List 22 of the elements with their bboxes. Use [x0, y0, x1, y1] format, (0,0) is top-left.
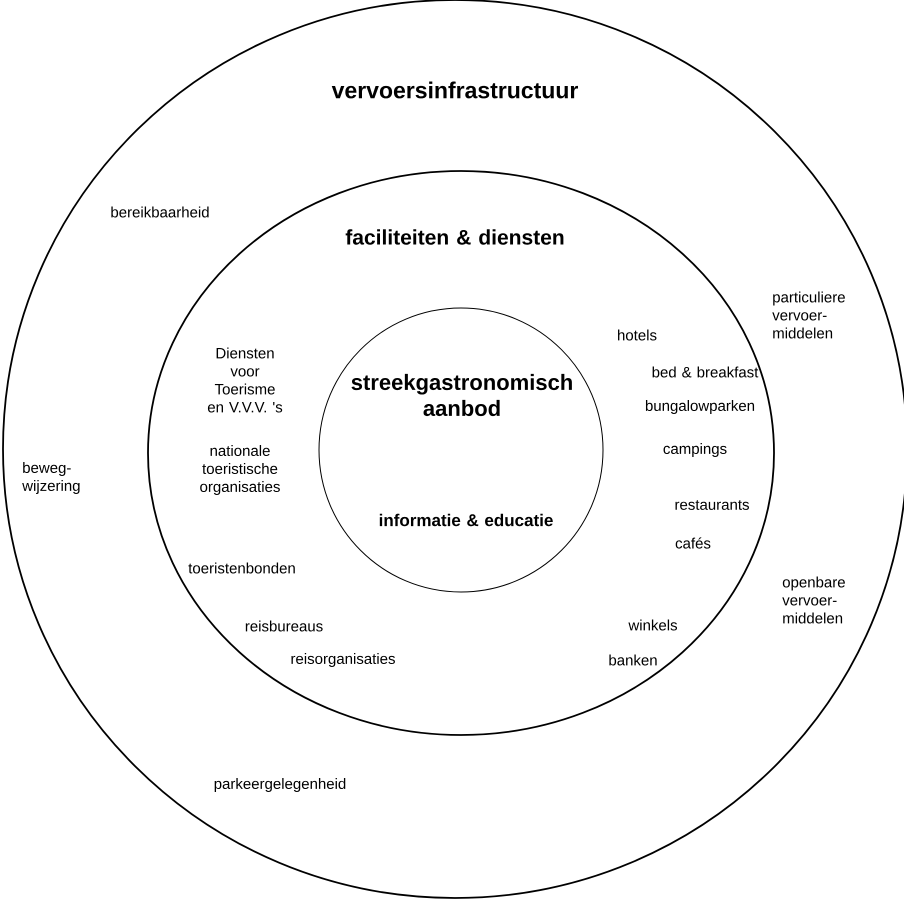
- ring-label: particuliere vervoer-middelen: [772, 291, 845, 338]
- ring-label: cafés: [676, 537, 710, 549]
- ring-label: bungalowparken: [646, 400, 754, 414]
- ring-label: winkels: [628, 620, 678, 630]
- ring-label: openbare vervoer-middelen: [782, 576, 845, 624]
- ring-label: bed & breakfast: [652, 366, 758, 378]
- ring-label: Diensten voor Toerisme en V.V.V. 's: [208, 347, 282, 412]
- ring-label: hotels: [618, 329, 656, 340]
- center-subheading: informatie & educatie: [380, 514, 553, 526]
- ring-label: nationale toeristische organisaties: [200, 445, 280, 495]
- ring-label: bereikbaarheid: [111, 206, 209, 218]
- ring-label: campings: [664, 443, 727, 457]
- ring-label: toeristenbonden: [188, 562, 295, 574]
- ring-label: reisbureaus: [246, 620, 323, 632]
- ring-label: beweg-wijzering: [22, 462, 80, 494]
- ring-label: reisorganisaties: [291, 653, 395, 667]
- ring-label: banken: [609, 654, 657, 666]
- ring-label: parkeergelegenheid: [214, 778, 346, 792]
- ring-label: restaurants: [675, 500, 749, 510]
- ring-heading: vervoersinfrastructuur: [332, 82, 578, 98]
- ring-heading: faciliteiten & diensten: [346, 229, 564, 245]
- center-heading: streekgastronomisch aanbod: [352, 374, 572, 416]
